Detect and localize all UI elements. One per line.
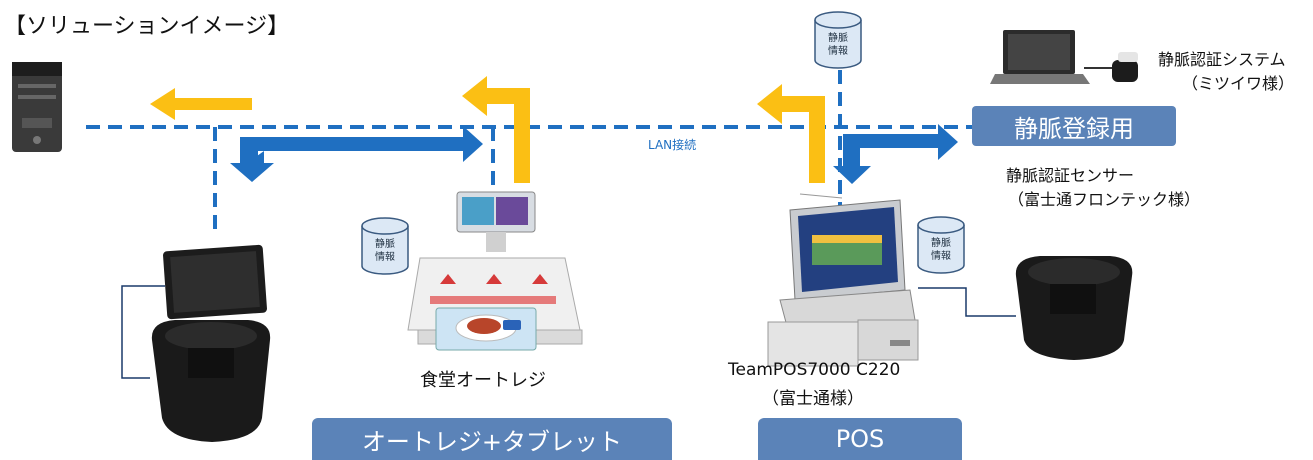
db-icon-autoregi: [361, 217, 409, 275]
register-box-label: 静脈登録用: [1014, 114, 1134, 143]
pos-sensor-wire: [918, 287, 1016, 317]
vein-sensor-line2: （富士通フロンテック様）: [1008, 190, 1201, 209]
blue-arrows: [230, 124, 958, 184]
yellow-arrow-pos: [757, 84, 825, 183]
autoregi-label: 食堂オートレジ: [420, 370, 546, 391]
tablet-sensor-wire: [121, 285, 165, 379]
db-label-pos: 静脈情報: [931, 238, 951, 262]
vein-sensor-small-icon: [1112, 52, 1138, 82]
lan-lines: [86, 70, 975, 232]
server-icon: [12, 62, 62, 152]
page-title: 【ソリューションイメージ】: [4, 14, 290, 39]
pos-model-line1: TeamPOS7000 C220: [728, 360, 901, 380]
db-label-autoregi: 静脈情報: [375, 239, 395, 263]
autoregi-tablet-box-label: オートレジ+タブレット: [361, 427, 623, 456]
lan-label: LAN接続: [648, 138, 697, 152]
pos-box: POS: [758, 418, 962, 460]
register-box: 静脈登録用: [972, 106, 1176, 146]
blue-arrow-tablet-link: [230, 126, 483, 182]
vein-system-line1: 静脈認証システム: [1158, 50, 1286, 69]
vein-sensor-right-icon: [1015, 256, 1133, 360]
vein-system-line2: （ミツイワ様）: [1182, 74, 1295, 93]
pos-cable: [799, 193, 843, 199]
laptop-icon: [990, 30, 1090, 84]
db-label-top: 静脈情報: [828, 33, 848, 57]
yellow-arrow-autoregi: [462, 76, 530, 183]
pos-terminal-icon: [767, 199, 919, 367]
pos-box-label: POS: [835, 425, 885, 453]
db-icon-top: [814, 11, 862, 69]
autoregi-tablet-box: オートレジ+タブレット: [312, 418, 672, 460]
autoregi-icon: [407, 191, 583, 351]
yellow-arrow-left: [150, 88, 252, 120]
yellow-arrows: [150, 76, 825, 183]
vein-sensor-line1: 静脈認証センサー: [1006, 166, 1135, 185]
vein-sensor-left-icon: [151, 320, 271, 442]
blue-arrow-register-link: [833, 124, 958, 184]
pos-model-line2: （富士通様）: [762, 389, 864, 409]
db-icon-pos: [917, 216, 965, 274]
tablet-icon: [163, 244, 267, 320]
